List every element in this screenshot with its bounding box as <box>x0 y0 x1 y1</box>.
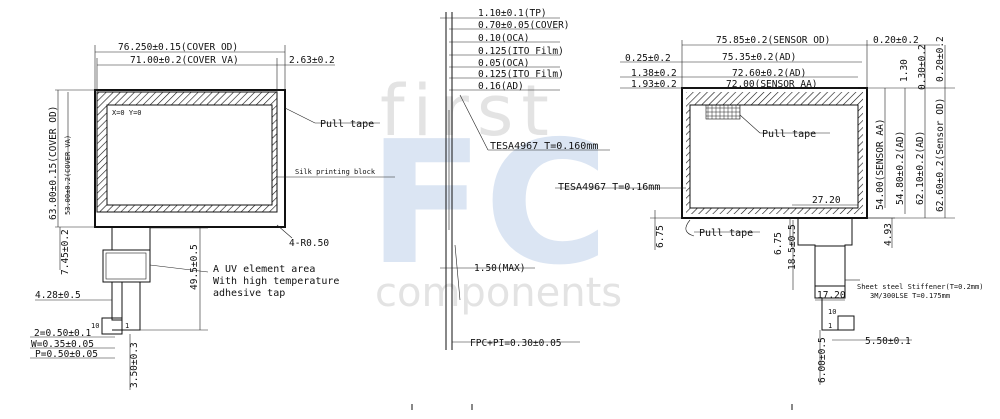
back-pull-tape: Pull tape <box>762 129 816 140</box>
side-fpc-pi: FPC+PI=0.30±0.05 <box>470 338 562 349</box>
origin-label: X=0 Y=0 <box>112 109 142 117</box>
uv-area <box>102 249 151 283</box>
dim-ad-1: 75.35±0.2(AD) <box>722 52 796 63</box>
dim-ad-2: 72.60±0.2(AD) <box>732 68 806 79</box>
cover-outline <box>94 89 286 228</box>
dim-27-20: 27.20 <box>812 195 841 206</box>
dim-sensor-od: 75.85±0.2(SENSOR OD) <box>716 35 830 46</box>
bottom-marks <box>411 404 793 410</box>
dim-bottom-left: 7.45±0.2 <box>60 229 71 275</box>
dim-5-50: 5.50±0.1 <box>865 336 911 347</box>
label-silk-printing: Silk printing block <box>295 168 376 176</box>
pin-count: 10 <box>91 322 99 330</box>
layer-6: 0.125(ITO Film) <box>478 69 564 80</box>
dim-v-0-20: 0.20±0.2 <box>935 36 946 82</box>
dim-pitch-2: 2=0.50±0.1 <box>34 328 91 339</box>
back-view: 75.85±0.2(SENSOR OD) 0.20±0.2 0.25±0.2 7… <box>555 35 983 385</box>
dim-side-right: 2.63±0.2 <box>289 55 335 66</box>
dim-6-75-left: 6.75 <box>655 225 666 248</box>
dim-4-93: 4.93 <box>883 223 894 246</box>
dim-right-top: 0.20±0.2 <box>873 35 919 46</box>
dim-height-va: 53.00±0.2(COVER VA) <box>64 135 72 215</box>
watermark-components: components <box>375 270 622 316</box>
dim-18-5: 18.5±0.5 <box>787 224 798 270</box>
dim-17-20: 17.20 <box>817 290 846 301</box>
dim-fpc-offset: 4.28±0.5 <box>35 290 81 301</box>
dim-sensor-aa: 72.00(SENSOR AA) <box>726 79 818 90</box>
label-pull-tape: Pull tape <box>320 119 374 130</box>
side-view: 1.10±0.1(TP) 0.70±0.05(COVER) 0.10(OCA) … <box>440 8 610 350</box>
fpc-connector <box>101 317 123 335</box>
uv-note-2: With high temperature <box>213 276 339 287</box>
silk-border <box>97 92 277 212</box>
dim-v-1-30: 1.30 <box>899 59 910 82</box>
dim-6-00: 6.00±0.5 <box>817 337 828 383</box>
layer-3: 0.10(OCA) <box>478 33 529 44</box>
dim-cover-od: 76.250±0.15(COVER OD) <box>118 42 238 53</box>
side-max: 1.50(MAX) <box>474 263 525 274</box>
sensor-aa <box>689 104 859 209</box>
dim-fpc-length: 49.5±0.5 <box>189 244 200 290</box>
uv-note-3: adhesive tap <box>213 288 285 299</box>
front-view: 76.250±0.15(COVER OD) 71.00±0.2(COVER VA… <box>30 42 395 390</box>
dim-tail: 3.50±0.3 <box>129 342 140 388</box>
pin-one: 1 <box>125 322 129 330</box>
dim-left-1: 0.25±0.2 <box>625 53 671 64</box>
back-connector <box>837 315 855 331</box>
stiffener-note-2: 3M/300LSE T=0.175mm <box>870 292 950 300</box>
dim-height-od: 63.00±0.15(COVER OD) <box>48 106 59 220</box>
layer-2: 0.70±0.05(COVER) <box>478 20 570 31</box>
watermark: first FC components <box>368 70 622 316</box>
stiffener-note: Sheet steel Stiffener(T=0.2mm) <box>857 283 983 291</box>
uv-note-1: A UV element area <box>213 264 315 275</box>
layer-1: 1.10±0.1(TP) <box>478 8 547 19</box>
layer-5: 0.05(OCA) <box>478 58 529 69</box>
dim-cover-va: 71.00±0.2(COVER VA) <box>130 55 239 66</box>
dim-v-62-10: 62.10±0.2(AD) <box>915 131 926 205</box>
view-area <box>106 104 273 206</box>
back-pin-one: 1 <box>828 322 832 330</box>
back-tesa: TESA4967 T=0.16mm <box>558 182 660 193</box>
dim-left-2: 1.38±0.2 <box>631 68 677 79</box>
watermark-first: first <box>380 70 557 152</box>
back-pin-count: 10 <box>828 308 836 316</box>
dim-v-62-60: 62.60±0.2(Sensor OD) <box>935 98 946 212</box>
dim-6-75-mid: 6.75 <box>773 232 784 255</box>
pull-tape-area <box>705 104 741 120</box>
dim-left-3: 1.93±0.2 <box>631 79 677 90</box>
dim-v-54-80: 54.80±0.2(AD) <box>895 131 906 205</box>
watermark-fc: FC <box>368 105 609 303</box>
dim-pin-width: W=0.35±0.05 <box>31 339 94 350</box>
dim-v-54: 54.00(SENSOR AA) <box>875 118 886 210</box>
label-radius: 4-R0.50 <box>289 238 329 249</box>
back-pull-tape-2: Pull tape <box>699 228 753 239</box>
dim-pitch: P=0.50±0.05 <box>35 349 98 360</box>
dim-v-0-30: 0.30±0.2 <box>917 44 928 90</box>
side-tesa: TESA4967 T=0.160mm <box>490 141 598 152</box>
layer-4: 0.125(ITO Film) <box>478 46 564 57</box>
layer-7: 0.16(AD) <box>478 81 524 92</box>
stiffener-area <box>814 245 846 287</box>
